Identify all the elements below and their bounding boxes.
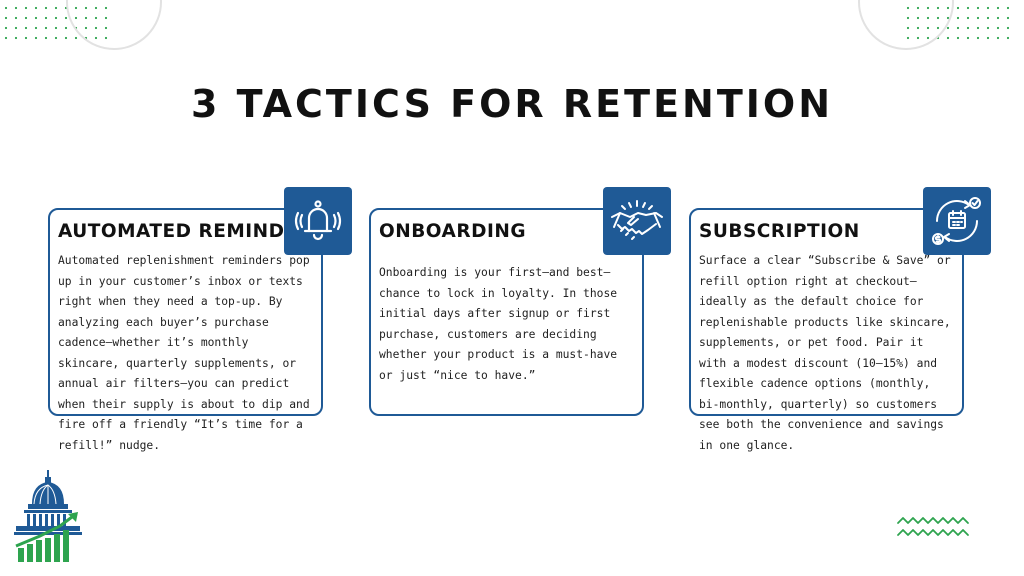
decoration-dot (44, 36, 48, 40)
zigzag-decoration (897, 517, 969, 536)
decoration-dot (976, 26, 980, 30)
decoration-dot (4, 26, 8, 30)
decoration-dot (14, 36, 18, 40)
decoration-dot (976, 6, 980, 10)
decoration-dot (1006, 26, 1010, 30)
decoration-dot (34, 6, 38, 10)
decoration-dot (4, 6, 8, 10)
decoration-dot (14, 16, 18, 20)
decoration-dot (44, 6, 48, 10)
card-onboarding: ONBOARDING Onboarding is your first—and … (369, 208, 644, 416)
card-title: ONBOARDING (379, 221, 527, 242)
decoration-dot (24, 16, 28, 20)
decoration-dot (44, 26, 48, 30)
capitol-logo (14, 470, 82, 562)
subscription-cycle-icon (923, 187, 991, 255)
decoration-dot (54, 36, 58, 40)
decoration-dot (14, 6, 18, 10)
decoration-dot (64, 16, 68, 20)
decoration-dot (966, 26, 970, 30)
decoration-dot (1006, 16, 1010, 20)
bell-icon (284, 187, 352, 255)
decoration-dot (54, 16, 58, 20)
decoration-dot (966, 16, 970, 20)
card-body: Automated replenishment reminders pop up… (58, 254, 310, 452)
decoration-dot (996, 26, 1000, 30)
decoration-dot (74, 36, 78, 40)
decoration-dot (946, 26, 950, 30)
card-subscription: SUBSCRIPTION Surface a clear “Subscribe … (689, 208, 964, 452)
handshake-icon (603, 187, 671, 255)
decoration-dot (986, 16, 990, 20)
decoration-dot (946, 36, 950, 40)
decoration-dot (986, 6, 990, 10)
decoration-dot (64, 36, 68, 40)
card-body: Surface a clear “Subscribe & Save” or re… (699, 254, 951, 452)
page-title: 3 TACTICS FOR RETENTION (190, 82, 833, 126)
decoration-dot (34, 36, 38, 40)
decoration-dot (54, 6, 58, 10)
decoration-dot (24, 36, 28, 40)
decoration-dot (996, 36, 1000, 40)
card-title: AUTOMATED REMINDER (58, 221, 313, 242)
decoration-dot (64, 26, 68, 30)
decoration-dot (24, 26, 28, 30)
card-body: Onboarding is your first—and best—chance… (379, 266, 618, 382)
decoration-dot (54, 26, 58, 30)
decoration-dot (34, 26, 38, 30)
decoration-dot (24, 6, 28, 10)
card-automated-reminder: AUTOMATED REMINDER Automated replenishme… (48, 208, 323, 452)
decoration-dot (1006, 6, 1010, 10)
decoration-dot (34, 16, 38, 20)
decoration-dot (966, 6, 970, 10)
decoration-dot (1006, 36, 1010, 40)
decoration-dot (956, 36, 960, 40)
decoration-dot (996, 6, 1000, 10)
decoration-dot (956, 6, 960, 10)
decoration-dot (4, 36, 8, 40)
decoration-dot (986, 36, 990, 40)
decoration-dot (956, 26, 960, 30)
decoration-dot (986, 26, 990, 30)
decoration-dot (44, 16, 48, 20)
decoration-dot (956, 16, 960, 20)
decoration-dot (4, 16, 8, 20)
decoration-dot (976, 36, 980, 40)
decoration-dot (976, 16, 980, 20)
card-title: SUBSCRIPTION (699, 221, 860, 242)
decoration-dot (996, 16, 1000, 20)
decoration-dot (14, 26, 18, 30)
decoration-dot (966, 36, 970, 40)
